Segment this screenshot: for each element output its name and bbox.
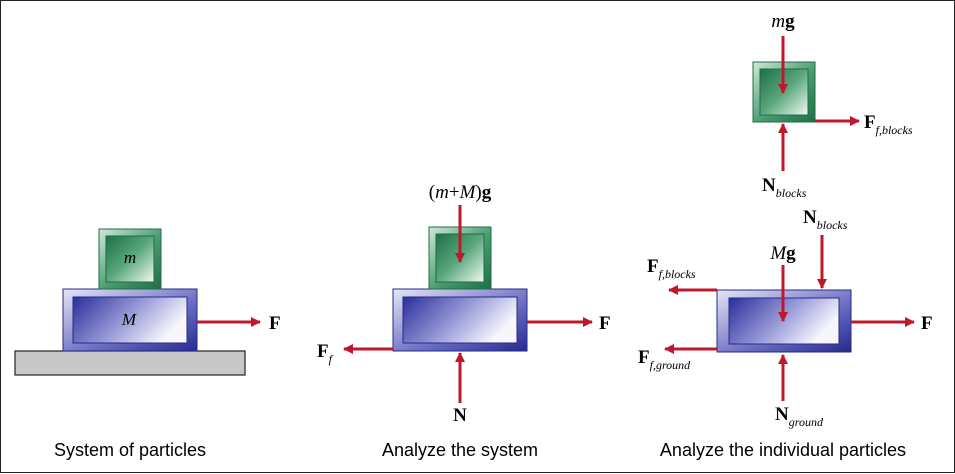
- small-weight-label: mg: [771, 11, 795, 32]
- caption-analyze-individual: Analyze the individual particles: [660, 440, 906, 460]
- caption-analyze-system: Analyze the system: [382, 440, 538, 460]
- large-block-M: [62, 288, 198, 352]
- system-applied-force-label: F: [599, 313, 611, 334]
- large-weight-label: Mg: [769, 243, 796, 264]
- small-block-m: [98, 228, 162, 290]
- caption-system-of-particles: System of particles: [54, 440, 206, 460]
- small-mass-label: m: [124, 248, 136, 267]
- friction-blocks-label-right: Ff,blocks: [864, 112, 913, 137]
- system-friction-label: Ff: [317, 341, 334, 366]
- individual-applied-force-label: F: [921, 313, 933, 334]
- friction-ground-label: Ff,ground: [638, 347, 691, 372]
- system-normal-label: N: [453, 405, 467, 426]
- friction-blocks-label-left: Ff,blocks: [647, 256, 696, 281]
- normal-blocks-label-lower: Nblocks: [762, 175, 807, 200]
- applied-force-label: F: [269, 313, 281, 334]
- large-mass-label: M: [121, 310, 137, 329]
- ground-surface: [14, 350, 246, 376]
- normal-blocks-label-upper: Nblocks: [803, 207, 848, 232]
- system-large-block: [392, 288, 528, 352]
- normal-ground-label: Nground: [775, 404, 824, 429]
- total-weight-label: (m+M)g: [429, 182, 492, 203]
